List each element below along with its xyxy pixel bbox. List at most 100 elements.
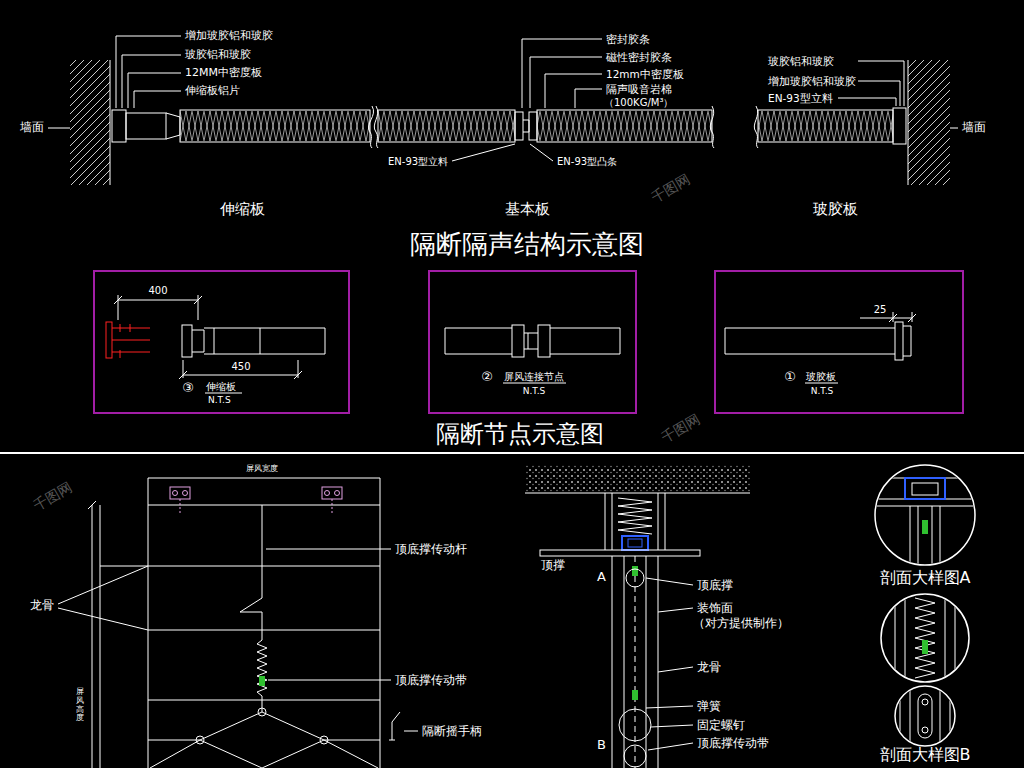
scale-note: N.T.S bbox=[208, 395, 231, 405]
part-label: 龙骨 bbox=[697, 661, 721, 675]
part-label: 增加玻胶铝和玻胶 bbox=[185, 30, 273, 43]
ceiling-slab bbox=[525, 465, 750, 493]
part-label: 12MM中密度板 bbox=[185, 67, 262, 80]
detail-b-interior bbox=[915, 598, 935, 678]
wall-hatch bbox=[70, 60, 950, 185]
detail-title: 玻胶板 bbox=[806, 371, 836, 383]
basic-panel-section bbox=[710, 106, 714, 148]
expansion-panel-section bbox=[166, 113, 180, 139]
part-label: 磁性密封胶条 bbox=[606, 51, 672, 63]
basic-panel-section bbox=[374, 106, 378, 148]
hanger-bracket bbox=[170, 487, 190, 499]
section-column bbox=[605, 493, 665, 550]
leader-line bbox=[530, 57, 602, 108]
part-label: 隔断摇手柄 bbox=[422, 725, 482, 739]
wall-label: 墙面 bbox=[962, 121, 986, 135]
glue-node-detail bbox=[903, 326, 911, 356]
detail-frame: 400450③伸缩板N.T.S bbox=[93, 270, 350, 414]
part-label: 固定螺钉 bbox=[697, 719, 745, 733]
leader-line bbox=[950, 128, 958, 129]
glue-node-detail bbox=[895, 322, 903, 360]
view-caption: 基本板 bbox=[505, 201, 550, 218]
watermark: 千图网 bbox=[30, 479, 74, 514]
section-column bbox=[618, 498, 652, 534]
dimension-label: 屏风高度 bbox=[76, 688, 84, 723]
leader-line bbox=[122, 55, 181, 108]
detail-b-interior bbox=[922, 640, 928, 654]
drive-rod bbox=[259, 676, 265, 686]
ceiling-slab bbox=[525, 493, 750, 494]
part-label: 顶底撑传动杆 bbox=[395, 543, 467, 557]
leader-line bbox=[266, 549, 391, 550]
part-label: 玻胶铝和玻胶 bbox=[768, 55, 834, 67]
section-column bbox=[540, 493, 700, 768]
leader-line bbox=[648, 743, 693, 750]
dimension-label: 25 bbox=[874, 304, 887, 316]
leader-line bbox=[268, 680, 391, 681]
section-divider bbox=[0, 452, 1024, 454]
detail-a-interior bbox=[912, 483, 938, 495]
leader-line bbox=[545, 74, 602, 108]
scissor-mechanism bbox=[320, 736, 328, 744]
leader-line bbox=[134, 91, 181, 108]
leader-line bbox=[48, 128, 70, 129]
detail-a-interior bbox=[922, 520, 928, 534]
part-label: 顶底撑传动带 bbox=[395, 674, 467, 688]
drive-rod bbox=[240, 505, 267, 700]
leader-line bbox=[646, 578, 693, 750]
callout-number: ③ bbox=[182, 381, 194, 396]
section-marker: B bbox=[597, 738, 606, 753]
detail-title: 屏风连接节点 bbox=[504, 371, 564, 383]
section-column bbox=[632, 690, 638, 700]
section-column bbox=[619, 709, 651, 741]
dimension-label: 400 bbox=[148, 285, 167, 297]
leader-line bbox=[58, 566, 148, 630]
basic-panel-section bbox=[515, 112, 523, 140]
wall-anchor bbox=[106, 322, 112, 358]
detail-a-interior bbox=[870, 499, 980, 506]
section-column bbox=[635, 556, 636, 768]
glue-node-detail bbox=[860, 312, 916, 322]
expansion-node-detail bbox=[182, 325, 192, 357]
view-caption: 玻胶板 bbox=[813, 201, 858, 218]
callout-number: ① bbox=[784, 370, 796, 385]
hanger-bracket bbox=[335, 491, 340, 496]
section-marker: A bbox=[597, 570, 606, 585]
crank-handle bbox=[389, 712, 400, 740]
detail-frame: ②屏风连接节点N.T.S bbox=[428, 270, 637, 414]
leader-line bbox=[646, 706, 693, 708]
hanger-bracket bbox=[183, 491, 188, 496]
leader-line bbox=[58, 549, 391, 680]
detail-circle-outline bbox=[895, 686, 955, 746]
crank-handle bbox=[389, 712, 418, 740]
screen-joint-detail bbox=[445, 328, 620, 354]
expansion-panel-section bbox=[126, 113, 166, 139]
basic-panel-section bbox=[374, 106, 714, 148]
section-divider bbox=[0, 453, 1024, 454]
diagram-title: 隔断隔声结构示意图 bbox=[410, 230, 644, 260]
section-column bbox=[612, 556, 658, 768]
detail-circle: 剖面大样图B bbox=[860, 590, 990, 768]
section-heading: 隔断节点示意图 bbox=[436, 421, 604, 449]
leader-line bbox=[658, 667, 693, 672]
expansion-node-detail bbox=[114, 295, 202, 320]
part-label: 顶撑 bbox=[541, 559, 565, 573]
hanger-bracket bbox=[325, 491, 330, 496]
wall-hatch bbox=[110, 60, 111, 185]
screen-joint-detail bbox=[524, 333, 538, 349]
leader-line bbox=[651, 725, 693, 727]
detail-caption: 剖面大样图A bbox=[880, 569, 971, 587]
glue-node-detail bbox=[725, 312, 916, 383]
wall-hatch bbox=[70, 60, 110, 185]
leader-line bbox=[658, 608, 693, 612]
part-label: 玻胶铝和玻胶 bbox=[185, 49, 251, 62]
expansion-node-detail bbox=[114, 295, 325, 393]
wall-hatch bbox=[908, 60, 909, 185]
detail-a-interior bbox=[870, 478, 980, 570]
section-column bbox=[540, 550, 700, 556]
part-label: 顶底撑 bbox=[697, 579, 733, 593]
leader-line bbox=[48, 36, 958, 161]
glue-panel-section bbox=[893, 108, 906, 144]
glue-panel-section bbox=[758, 110, 893, 142]
